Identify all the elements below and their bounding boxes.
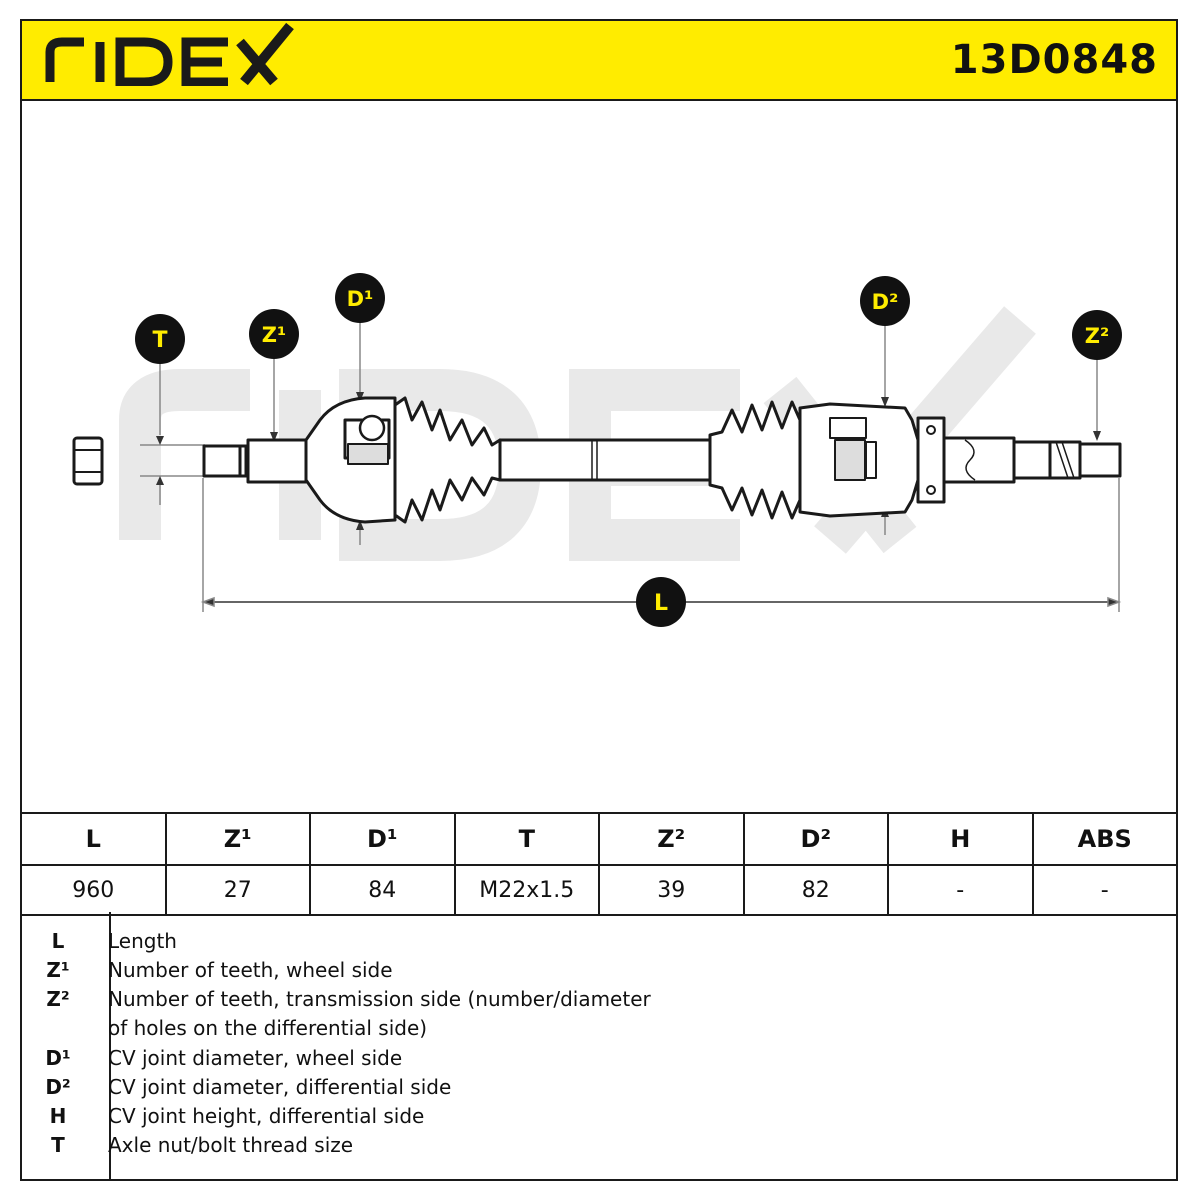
spec-value-ABS: - (1031, 864, 1178, 916)
badge-L-label: L (654, 591, 668, 616)
transmission-stub (942, 436, 1016, 484)
z1-leader (270, 356, 278, 442)
spec-value-Z1: 27 (164, 864, 311, 916)
legend-text: Number of teeth, transmission side (numb… (108, 987, 651, 1011)
legend-row: H CV joint height, differential side (20, 1102, 1178, 1131)
badge-D2-label: D² (872, 290, 899, 314)
driveshaft-drawing: T Z¹ D¹ D² Z² L (72, 273, 1122, 627)
badge-L: L (636, 577, 686, 627)
legend-symbol: Z¹ (46, 958, 70, 982)
badge-Z1-label: Z¹ (262, 323, 286, 347)
legend-row: L Length (20, 927, 1178, 956)
legend-text: Length (108, 929, 177, 953)
legend-symbol: Z² (46, 987, 70, 1011)
legend-row: Z² Number of teeth, transmission side (n… (20, 985, 1178, 1014)
spec-value-T: M22x1.5 (453, 864, 600, 916)
spec-header-D1: D¹ (309, 812, 456, 866)
driveshaft-outline (72, 396, 1122, 524)
badge-Z2-label: Z² (1085, 324, 1109, 348)
legend-row: T Axle nut/bolt thread size (20, 1131, 1178, 1160)
legend-row: Z¹ Number of teeth, wheel side (20, 956, 1178, 985)
brand-logo (45, 22, 294, 86)
thread-dimension (140, 358, 205, 505)
shaft (498, 438, 712, 482)
spec-header-H: H (887, 812, 1034, 866)
badge-Z1: Z¹ (249, 309, 299, 359)
legend-row: D¹ CV joint diameter, wheel side (20, 1044, 1178, 1073)
spec-header-Z2: Z² (598, 812, 745, 866)
legend-text: CV joint diameter, wheel side (108, 1046, 403, 1070)
legend-symbol: H (49, 1104, 67, 1128)
badge-D2: D² (860, 276, 910, 326)
badge-D1: D¹ (335, 273, 385, 323)
badge-D1-label: D¹ (347, 287, 374, 311)
legend-symbol: D² (45, 1075, 71, 1099)
legend-text: of holes on the differential side) (108, 1016, 428, 1040)
spec-header-T: T (453, 812, 600, 866)
z2-leader (1093, 360, 1101, 441)
spec-header-D2: D² (742, 812, 889, 866)
spec-header-row: L Z¹ D¹ T Z² D² H ABS (20, 812, 1178, 866)
spec-header-ABS: ABS (1031, 812, 1178, 866)
legend-symbol: D¹ (45, 1046, 71, 1070)
legend-divider (109, 912, 111, 1180)
legend-text: Axle nut/bolt thread size (108, 1133, 354, 1157)
badge-Z2: Z² (1072, 310, 1122, 360)
spec-value-D2: 82 (742, 864, 889, 916)
legend-text: CV joint diameter, differential side (108, 1075, 452, 1099)
spec-value-D1: 84 (309, 864, 456, 916)
spec-value-Z2: 39 (598, 864, 745, 916)
legend-symbol: T (51, 1133, 65, 1157)
legend-row: of holes on the differential side) (20, 1014, 1178, 1043)
legend-text: Number of teeth, wheel side (108, 958, 393, 982)
legend-text: CV joint height, differential side (108, 1104, 425, 1128)
spec-table: L Z¹ D¹ T Z² D² H ABS 960 27 84 M22x1.5 … (20, 812, 1178, 916)
spec-value-L: 960 (20, 864, 167, 916)
inner-boot (708, 400, 807, 520)
spec-header-Z1: Z¹ (164, 812, 311, 866)
legend-row: D² CV joint diameter, differential side (20, 1073, 1178, 1102)
spec-header-L: L (20, 812, 167, 866)
badge-T-label: T (152, 328, 167, 353)
axle-nut (72, 436, 104, 486)
legend: L Length Z¹ Number of teeth, wheel side … (20, 912, 1178, 1180)
badge-T: T (135, 314, 185, 364)
spec-value-H: - (887, 864, 1034, 916)
spec-value-row: 960 27 84 M22x1.5 39 82 - - (20, 864, 1178, 916)
legend-symbol: L (51, 929, 65, 953)
part-number: 13D0848 (950, 37, 1158, 83)
